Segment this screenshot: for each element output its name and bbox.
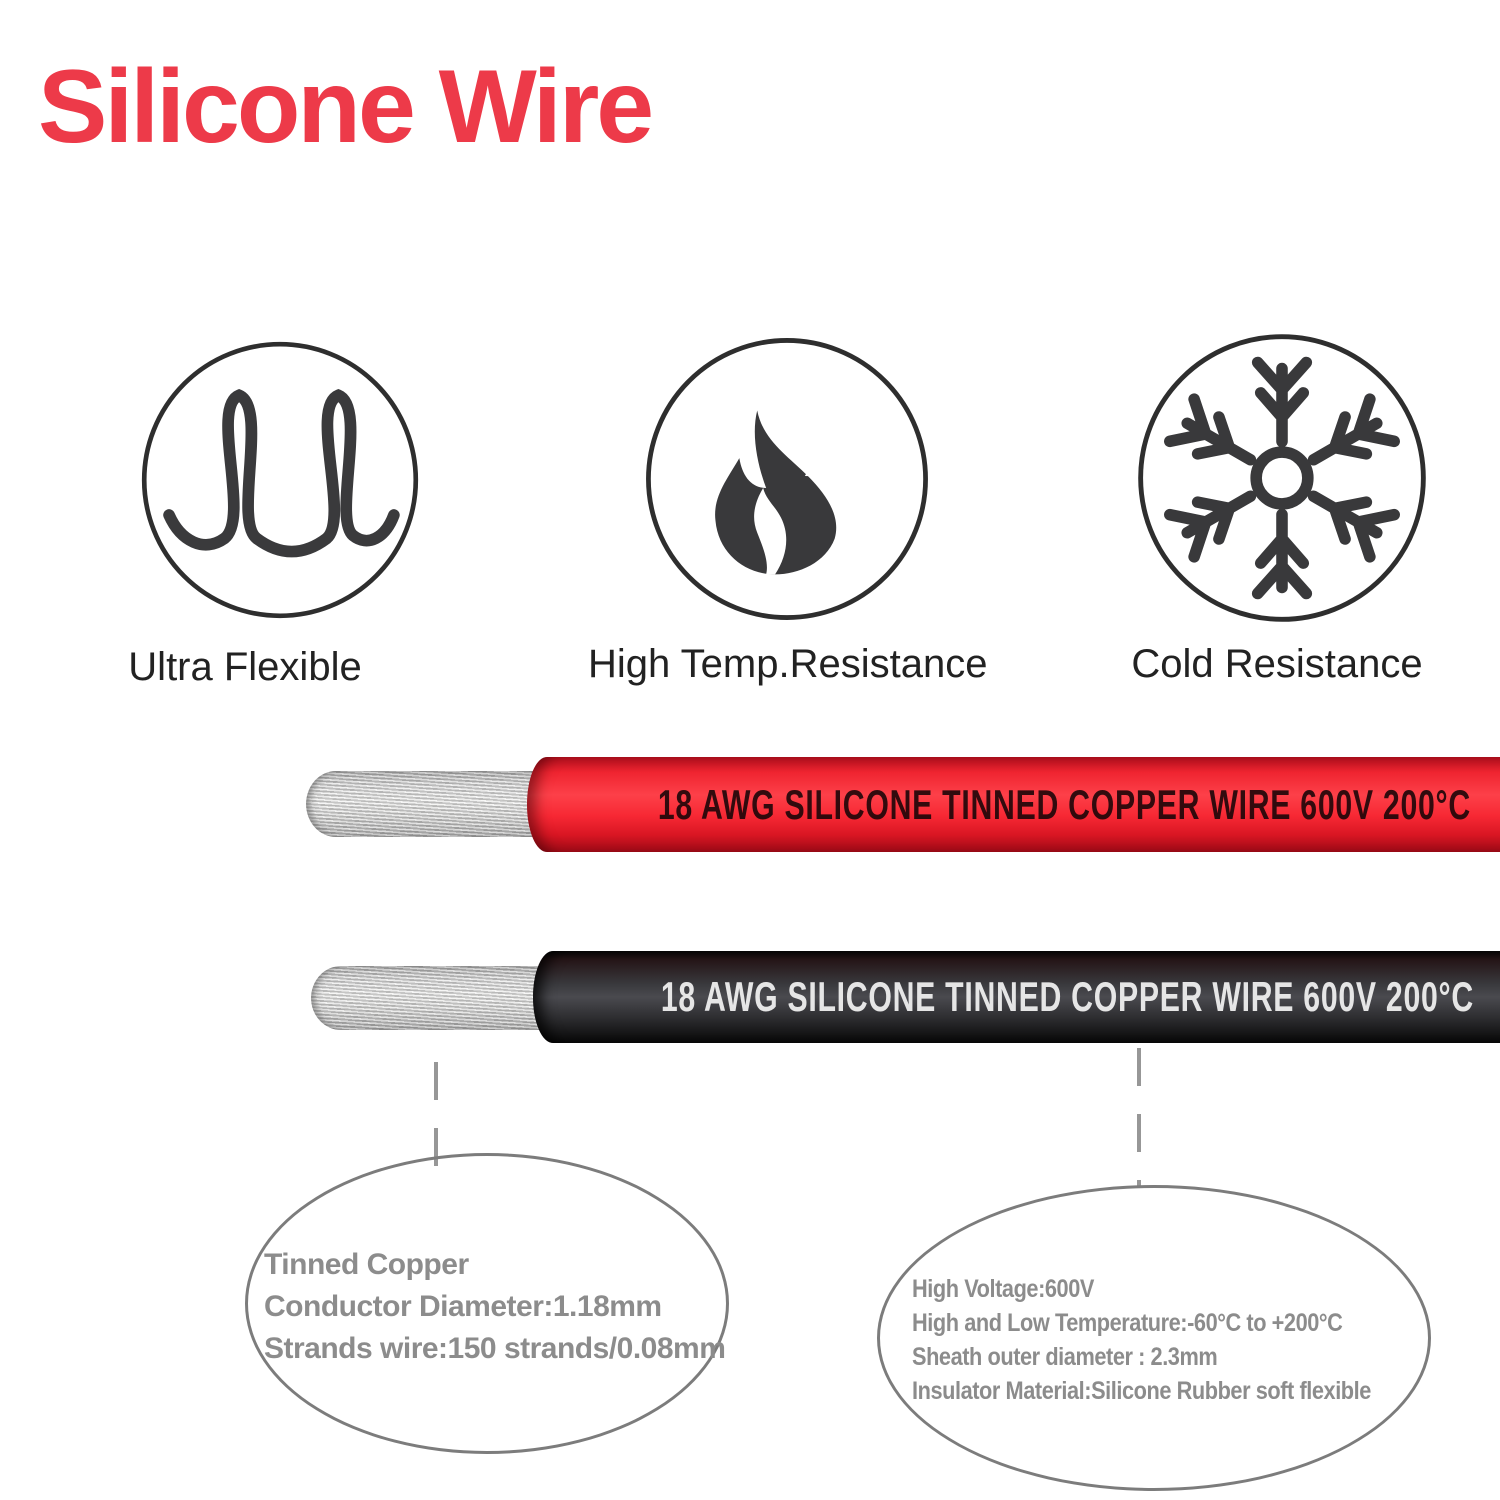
coil-icon [141, 341, 419, 619]
black-wire-print-text: 18 AWG SILICONE TINNED COPPER WIRE 600V … [660, 973, 1474, 1020]
flame-icon [646, 338, 928, 620]
red-wire-insulation: 18 AWG SILICONE TINNED COPPER WIRE 600V … [527, 757, 1500, 852]
callout-line: Strands wire:150 strands/0.08mm [264, 1332, 726, 1365]
feature-label-ultra-flexible: Ultra Flexible [128, 645, 362, 689]
black-wire-conductor [311, 966, 551, 1030]
callout-conductor-text: Tinned Copper Conductor Diameter:1.18mm … [264, 1244, 726, 1370]
callout-line: Insulator Material:Silicone Rubber soft … [912, 1377, 1371, 1405]
feature-label-high-temp: High Temp.Resistance [588, 642, 988, 686]
red-wire-conductor [306, 771, 546, 837]
callout-line: Conductor Diameter:1.18mm [264, 1290, 662, 1323]
snowflake-icon [1138, 334, 1426, 622]
callout-line: High and Low Temperature:-60°C to +200°C [912, 1309, 1343, 1337]
page-title: Silicone Wire [38, 49, 654, 165]
dashed-connector-left [434, 1062, 438, 1166]
callout-specs-text: High Voltage:600V High and Low Temperatu… [912, 1272, 1371, 1408]
red-wire-print-text: 18 AWG SILICONE TINNED COPPER WIRE 600V … [657, 780, 1471, 828]
callout-ellipse-specs [877, 1185, 1431, 1491]
black-wire-insulation: 18 AWG SILICONE TINNED COPPER WIRE 600V … [533, 951, 1500, 1043]
callout-line: Sheath outer diameter : 2.3mm [912, 1343, 1218, 1371]
callout-ellipse-conductor [245, 1153, 729, 1454]
dashed-connector-right [1137, 1048, 1141, 1188]
callout-line: High Voltage:600V [912, 1275, 1094, 1303]
feature-label-cold-resistance: Cold Resistance [1131, 642, 1423, 686]
callout-line: Tinned Copper [264, 1248, 469, 1281]
